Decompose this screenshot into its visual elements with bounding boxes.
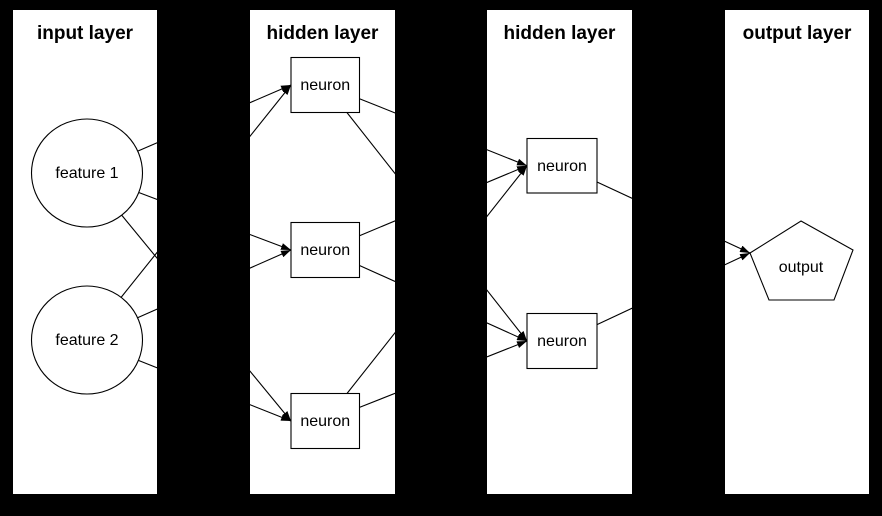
- node-label-hidden2-neuron-1: neuron: [537, 158, 587, 175]
- edge-feature-1-to-hidden1-neuron-3: [121, 214, 292, 422]
- node-feature-1: [30, 118, 144, 228]
- edge-hidden2-neuron-2-to-output-node: [596, 252, 751, 326]
- layer-title-output-layer: output layer: [743, 23, 852, 44]
- edge-hidden2-neuron-1-to-output-node: [596, 181, 751, 254]
- layer-title-hidden-layer-1: hidden layer: [267, 23, 380, 44]
- node-hidden2-neuron-1: [526, 137, 598, 194]
- layer-panel-input-layer: [13, 10, 157, 494]
- node-label-hidden1-neuron-1: neuron: [300, 77, 350, 94]
- edge-hidden1-neuron-2-to-hidden2-neuron-1: [359, 165, 528, 237]
- node-hidden1-neuron-2: [290, 221, 361, 279]
- edge-hidden1-neuron-3-to-hidden2-neuron-2: [359, 340, 528, 408]
- layer-panel-hidden-layer-2: [487, 10, 632, 494]
- node-label-hidden2-neuron-2: neuron: [537, 333, 587, 350]
- node-label-output-node: output: [779, 259, 824, 276]
- layer-title-hidden-layer-2: hidden layer: [504, 23, 617, 44]
- edge-feature-2-to-hidden1-neuron-2: [137, 249, 292, 319]
- edge-feature-1-to-hidden1-neuron-2: [138, 192, 292, 251]
- edge-hidden1-neuron-1-to-hidden2-neuron-2: [346, 112, 528, 342]
- node-hidden1-neuron-1: [290, 56, 361, 114]
- node-label-feature-2: feature 2: [55, 332, 118, 349]
- node-label-feature-1: feature 1: [55, 165, 118, 182]
- edge-hidden1-neuron-2-to-hidden2-neuron-2: [359, 264, 528, 342]
- node-hidden1-neuron-3: [290, 392, 361, 450]
- edge-feature-2-to-hidden1-neuron-1: [120, 84, 292, 298]
- edge-feature-2-to-hidden1-neuron-3: [138, 359, 292, 422]
- edge-hidden1-neuron-1-to-hidden2-neuron-1: [359, 98, 528, 167]
- node-feature-2: [30, 285, 144, 395]
- layer-title-input-layer: input layer: [37, 23, 134, 44]
- edge-hidden1-neuron-3-to-hidden2-neuron-1: [346, 165, 528, 394]
- node-label-hidden1-neuron-3: neuron: [300, 413, 350, 430]
- edge-feature-1-to-hidden1-neuron-1: [137, 84, 292, 152]
- node-hidden2-neuron-2: [526, 312, 598, 370]
- node-label-hidden1-neuron-2: neuron: [300, 242, 350, 259]
- node-output-node: [749, 220, 854, 301]
